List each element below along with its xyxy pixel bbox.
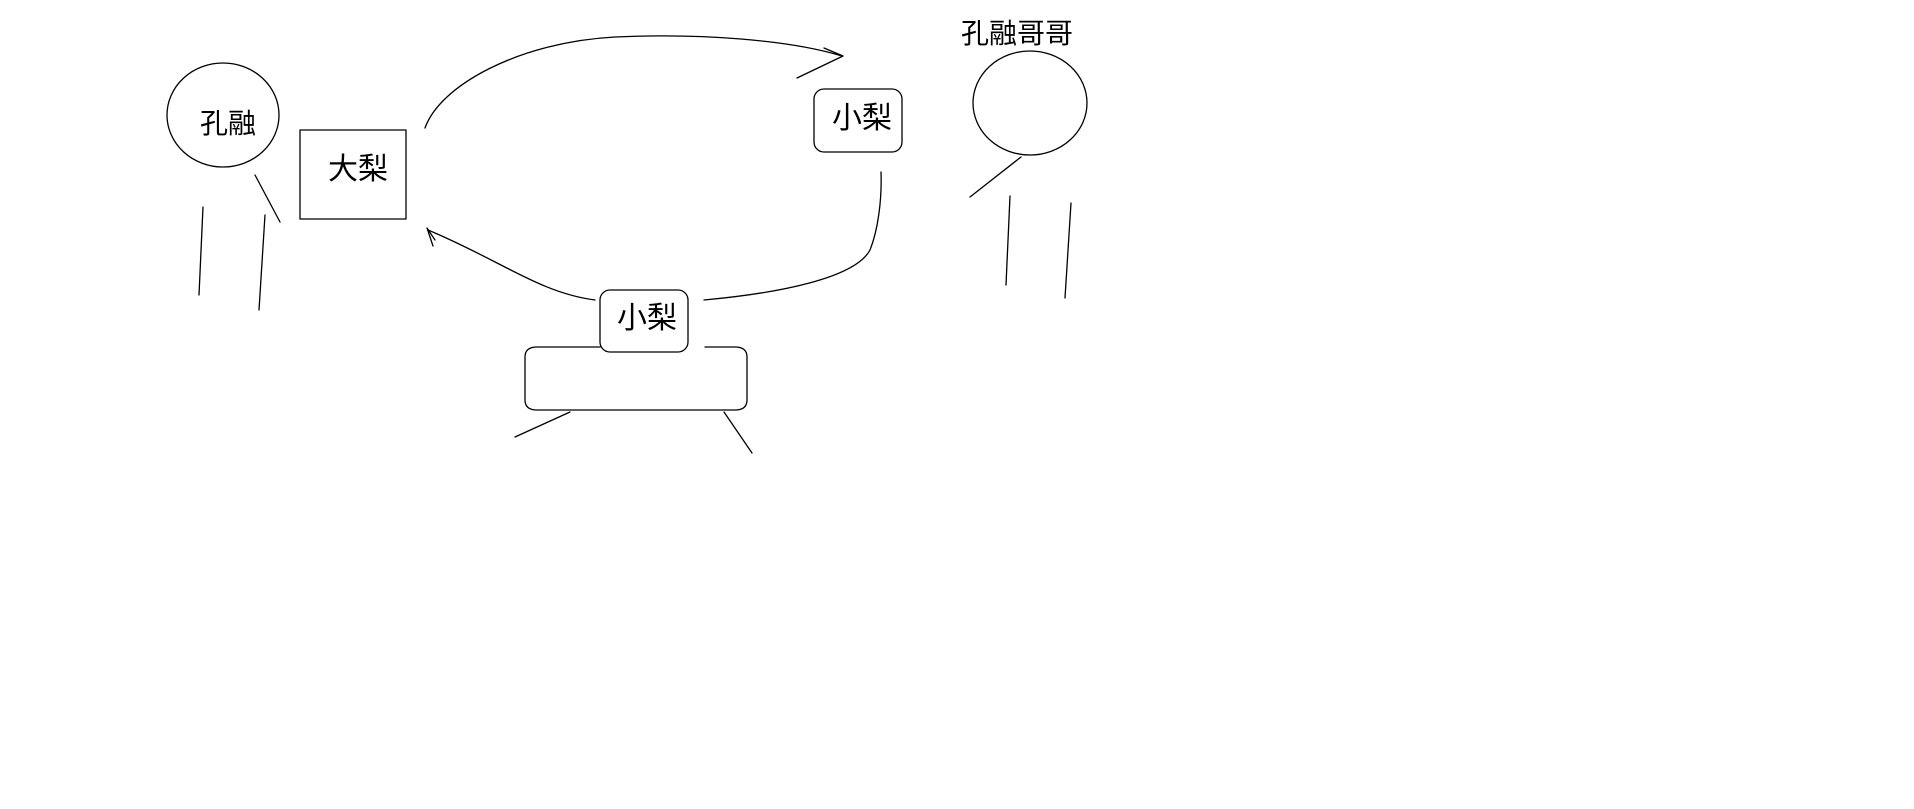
brother-left-leg	[1005, 195, 1011, 286]
table-right-leg	[723, 411, 753, 454]
kongrong-label: 孔融	[200, 107, 257, 140]
brother-head	[972, 50, 1088, 156]
small-pear-box-bottom	[599, 289, 689, 353]
kongrong-arm	[254, 174, 281, 223]
table-top	[524, 346, 748, 411]
curve-right-to-bottom	[703, 171, 882, 301]
big-pear-label: 大梨	[328, 152, 388, 187]
kongrong-left-leg	[198, 206, 204, 296]
kongrong-brother-label: 孔融哥哥	[961, 17, 1074, 50]
small-pear-top-label: 小梨	[832, 101, 892, 136]
table-left-leg	[514, 411, 571, 438]
brother-arm	[969, 156, 1022, 198]
small-pear-box-top	[813, 88, 903, 153]
small-pear-bottom-label: 小梨	[617, 301, 677, 336]
arrowhead-bottom	[426, 227, 436, 247]
arrow-bottom-to-big	[427, 229, 596, 301]
brother-right-leg	[1064, 202, 1072, 299]
big-pear-box	[299, 129, 407, 220]
kongrong-right-leg	[258, 214, 266, 311]
arrowhead-top	[796, 47, 844, 79]
arrow-big-to-small-top	[424, 35, 843, 129]
kongrong-head	[166, 62, 280, 168]
